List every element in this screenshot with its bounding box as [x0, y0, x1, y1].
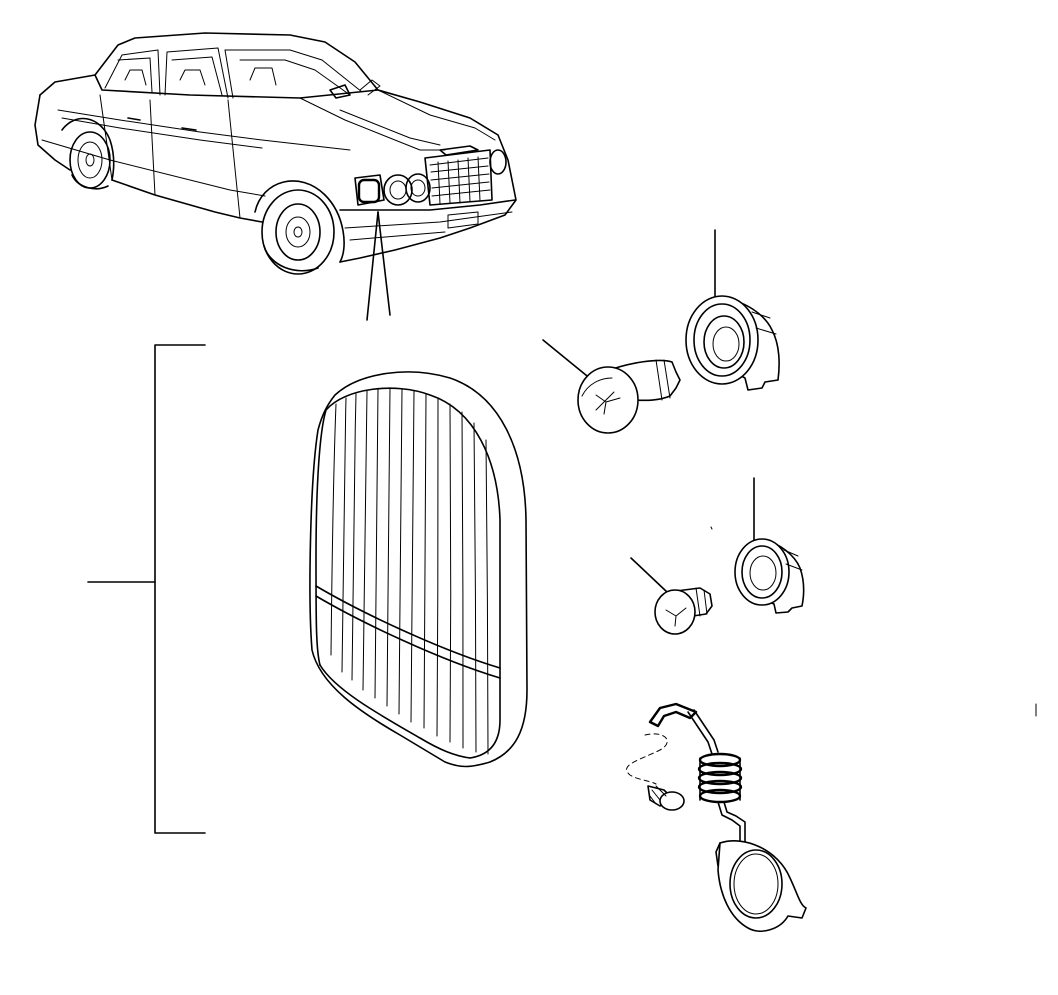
stray-marks [710, 526, 1037, 717]
single-filament-bulb [542, 339, 681, 434]
self-tapping-screw [626, 733, 685, 811]
capless-bulb [630, 557, 713, 635]
sedan-car-illustration [34, 32, 517, 275]
bayonet-bulb-holder-small [734, 477, 805, 614]
front-indicator-lens [309, 371, 528, 768]
bayonet-bulb-holder [685, 229, 780, 391]
assembly-bracket [87, 344, 206, 834]
car-callout-lines [366, 211, 391, 321]
coil-spring-retainer [648, 702, 807, 932]
